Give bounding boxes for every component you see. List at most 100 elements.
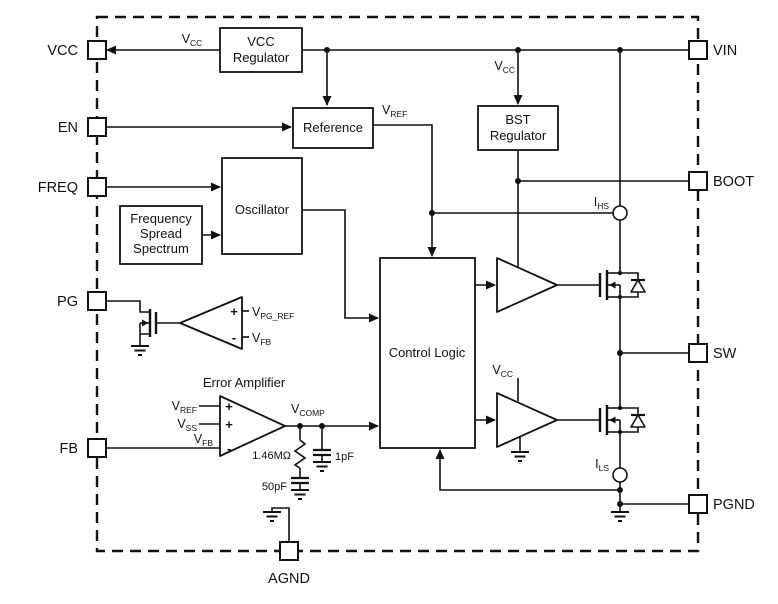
vcc-net-label-bst: VCC <box>494 59 515 75</box>
vcc-regulator-label-line1: VCC <box>247 34 274 49</box>
ff-capacitor-1pf <box>313 448 331 457</box>
pg-fet-body-arrow <box>142 319 149 327</box>
pin-sw: SW <box>688 343 737 363</box>
ground-50pf <box>291 489 309 500</box>
ils-current-sense-icon <box>612 467 628 483</box>
ihs-net-label: IHS <box>594 195 610 211</box>
comp-capacitor-label: 50pF <box>262 481 287 493</box>
ea-minus-sign: - <box>227 441 231 456</box>
pin-vin-pad <box>688 40 708 60</box>
cap-1pf-plates <box>313 448 331 457</box>
pin-boot-label: BOOT <box>713 174 754 190</box>
control-logic-label: Control Logic <box>389 345 466 360</box>
pin-pgnd-pad <box>688 494 708 514</box>
block-reference: Reference <box>292 107 374 149</box>
block-vcc-regulator: VCC Regulator <box>219 27 303 73</box>
pin-pg-label: PG <box>57 294 78 310</box>
ground-agnd <box>263 511 281 522</box>
amplifiers: + + - + - <box>179 257 558 457</box>
ground-symbols <box>131 345 629 522</box>
pin-vin-label: VIN <box>713 43 737 59</box>
pg-comparator-triangle <box>179 296 243 350</box>
error-amplifier-title: Error Amplifier <box>203 375 286 390</box>
pin-pg-pad <box>87 291 107 311</box>
ground-power <box>611 511 629 522</box>
ff-capacitor-label: 1pF <box>335 451 354 463</box>
wire-agnd-elbow <box>271 507 290 542</box>
block-bst-regulator: BST Regulator <box>477 105 559 151</box>
pin-vcc-label: VCC <box>47 43 78 59</box>
block-control-logic: Control Logic <box>379 257 476 449</box>
ea-plus2-sign: + <box>225 417 233 432</box>
pgcmp-minus-sign: - <box>232 330 236 345</box>
pin-freq: FREQ <box>38 177 107 197</box>
pin-fb-pad <box>87 438 107 458</box>
pin-en: EN <box>58 117 107 137</box>
pin-freq-label: FREQ <box>38 180 78 196</box>
block-frequency-spread-spectrum: Frequency Spread Spectrum <box>119 205 203 265</box>
net-labels: VCC VCC VCC VREF VREF VSS VFB VPG_REF VF… <box>172 32 610 473</box>
pin-pgnd: PGND <box>688 494 755 514</box>
bst-regulator-label-line2: Regulator <box>490 128 547 143</box>
ls-body-diode <box>630 414 646 428</box>
pin-vcc: VCC <box>47 40 107 60</box>
vfb-net-label-pgcmp: VFB <box>252 331 272 347</box>
hs-body-diode <box>630 279 646 293</box>
comp-resistor-label: 1.46MΩ <box>252 450 291 462</box>
pin-agnd: AGND <box>268 541 310 587</box>
pin-sw-pad <box>688 343 708 363</box>
comp-capacitor-50pf <box>291 476 309 485</box>
wire-ils-feedback <box>435 449 620 491</box>
error-amplifier-triangle <box>219 395 286 457</box>
ground-pg-fet <box>131 345 149 356</box>
ground-1pf <box>313 461 331 472</box>
pin-en-label: EN <box>58 120 78 136</box>
pin-pg: PG <box>57 291 107 311</box>
bst-regulator-label-line1: BST <box>505 112 530 127</box>
block-oscillator: Oscillator <box>221 157 303 255</box>
pin-en-pad <box>87 117 107 137</box>
ils-net-label: ILS <box>595 457 609 473</box>
wire-hs-diode-links <box>620 272 639 298</box>
vcomp-net-label: VCOMP <box>291 402 325 418</box>
hs-fet-body-arrow <box>609 281 616 289</box>
body-diodes <box>630 278 646 428</box>
vcc-net-label-top: VCC <box>182 32 203 48</box>
wire-vref-to-control-logic <box>373 124 437 257</box>
junction-dots <box>297 47 623 507</box>
wire-pg-to-fet <box>106 300 150 313</box>
pin-agnd-pad <box>279 541 299 561</box>
pin-boot-pad <box>688 171 708 191</box>
pin-fb-label: FB <box>59 441 78 457</box>
pin-fb: FB <box>59 438 107 458</box>
ihs-current-sense-icon <box>612 205 628 221</box>
chip-boundary <box>95 15 700 553</box>
cap-50pf-plates <box>291 476 309 485</box>
ls-fet-body-arrow <box>609 416 616 424</box>
fss-label-line3: Spectrum <box>133 241 189 256</box>
pin-vin: VIN <box>688 40 737 60</box>
ground-ls-driver <box>511 451 529 462</box>
wire-pg-fet-source <box>139 323 150 346</box>
component-labels: 1.46MΩ 50pF 1pF <box>252 450 354 493</box>
vfb-net-label-ea: VFB <box>194 432 214 448</box>
pin-boot: BOOT <box>688 171 754 191</box>
wire-comp-resistor-zigzag <box>293 439 307 469</box>
vref-net-label-ea: VREF <box>172 399 197 415</box>
fss-label-line1: Frequency <box>130 211 192 226</box>
vss-net-label-ea: VSS <box>177 417 197 433</box>
wire-oscillator-to-control-logic <box>302 209 379 323</box>
pin-agnd-label: AGND <box>268 571 310 587</box>
pin-freq-pad <box>87 177 107 197</box>
wire-ls-diode-links <box>620 407 639 433</box>
mosfets <box>142 270 616 435</box>
pin-vcc-pad <box>87 40 107 60</box>
vref-net-label-top: VREF <box>382 103 407 119</box>
ea-plus1-sign: + <box>225 399 233 414</box>
vcc-net-label-ls-driver: VCC <box>492 363 513 379</box>
reference-label: Reference <box>303 120 363 135</box>
ls-gate-driver <box>496 392 558 448</box>
hs-gate-driver <box>496 257 558 313</box>
